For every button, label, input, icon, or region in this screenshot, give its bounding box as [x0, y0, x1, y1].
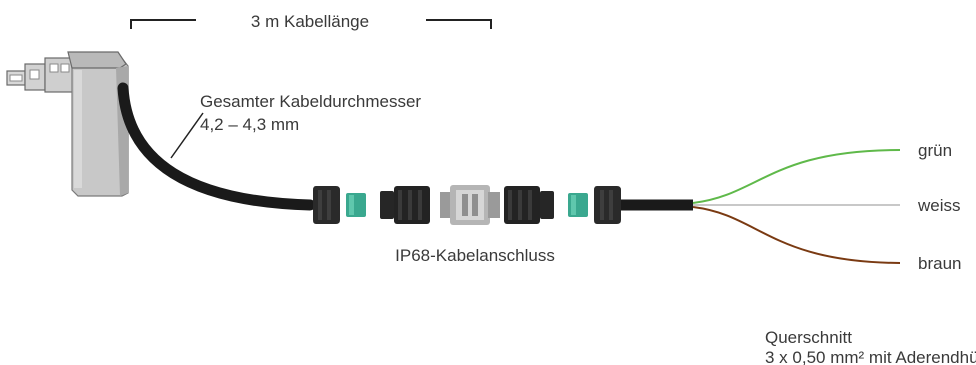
right-connector-body	[504, 186, 554, 224]
right-cap-nut	[594, 186, 621, 224]
plug-housing	[6, 51, 129, 197]
wire-green	[692, 149, 901, 204]
wire-label-white: weiss	[917, 196, 961, 215]
metal-coupling	[440, 185, 500, 225]
length-dimension-line	[130, 19, 492, 29]
diameter-leader-line	[170, 112, 204, 159]
wire-label-green: grün	[918, 141, 952, 160]
cable-length-label: 3 m Kabellänge	[251, 12, 369, 31]
plug-pins	[6, 57, 74, 93]
ip68-connector	[313, 185, 621, 225]
diameter-value: 4,2 – 4,3 mm	[200, 115, 299, 134]
wire-label-brown: braun	[918, 254, 961, 273]
diameter-label: Gesamter Kabeldurchmesser	[200, 92, 421, 111]
cable-left	[117, 82, 316, 211]
left-connector-body	[380, 186, 430, 224]
cross-section-title: Querschnitt	[765, 328, 852, 347]
wire-brown	[692, 206, 901, 264]
cross-section-value: 3 x 0,50 mm² mit Aderendhülsen	[765, 348, 976, 365]
connector-label: IP68-Kabelanschluss	[395, 246, 555, 265]
left-cap-nut	[313, 186, 340, 224]
